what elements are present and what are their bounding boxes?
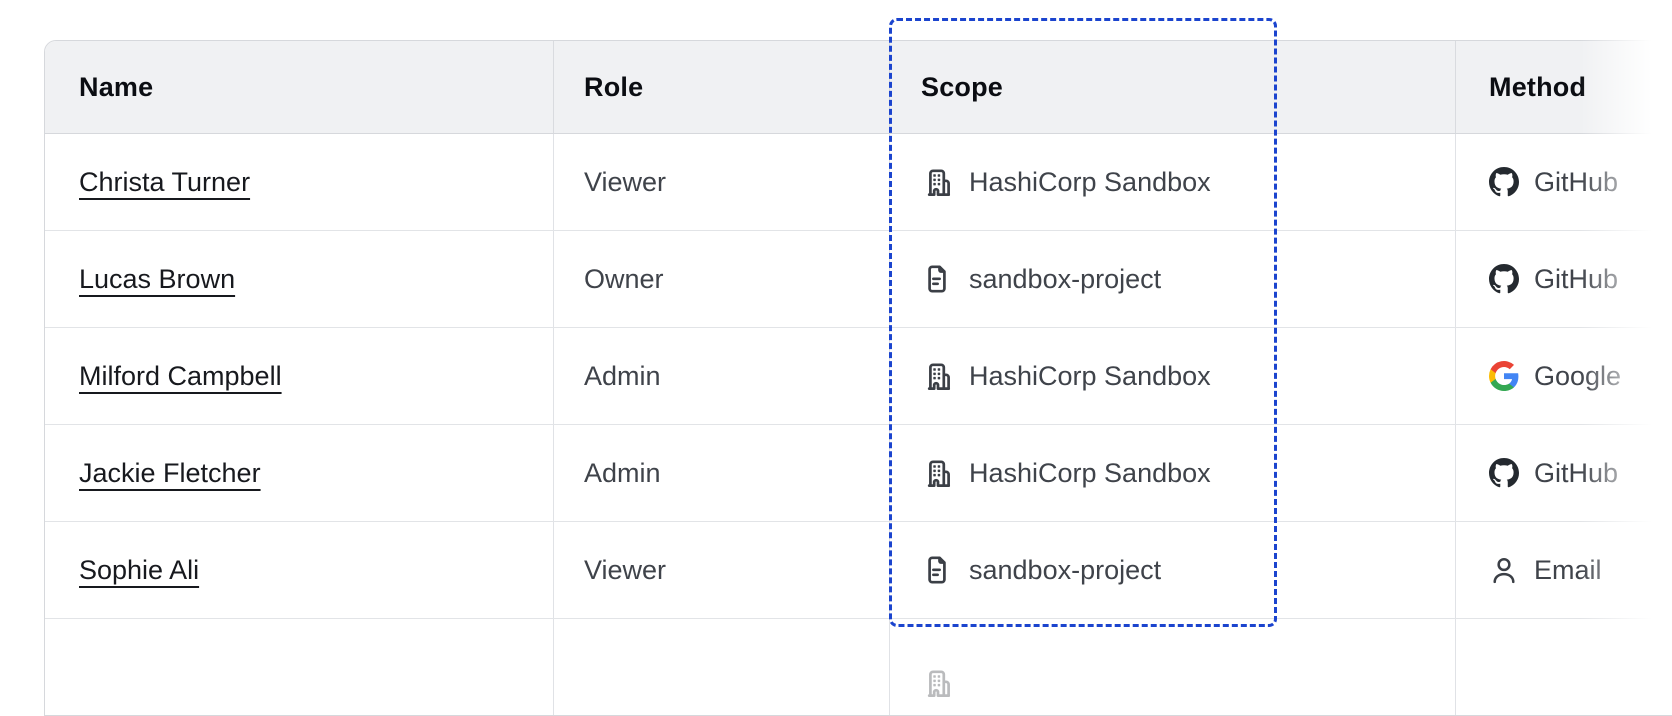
user-name-link[interactable]: Sophie Ali bbox=[79, 554, 200, 585]
file-icon bbox=[928, 265, 946, 293]
name-cell: Milford Campbell bbox=[45, 328, 554, 424]
method-cell: Email bbox=[1456, 522, 1672, 618]
scope-cell: HashiCorp Sandbox bbox=[890, 134, 1456, 230]
column-header-name: Name bbox=[45, 41, 554, 133]
role-value: Viewer bbox=[584, 166, 667, 197]
role-value: Admin bbox=[584, 360, 661, 391]
role-cell: Admin bbox=[554, 425, 890, 521]
method-cell bbox=[1456, 619, 1672, 715]
user-name-link[interactable]: Lucas Brown bbox=[79, 263, 236, 294]
column-header-name-label: Name bbox=[79, 71, 154, 102]
user-name-link[interactable]: Jackie Fletcher bbox=[79, 457, 261, 488]
method-cell: GitHub bbox=[1456, 231, 1672, 327]
table-header-row: Name Role Scope Method bbox=[45, 41, 1672, 134]
scope-value: HashiCorp Sandbox bbox=[969, 457, 1211, 488]
role-value: Viewer bbox=[584, 554, 667, 585]
role-cell: Viewer bbox=[554, 134, 890, 230]
github-icon bbox=[1489, 458, 1519, 488]
method-cell: GitHub bbox=[1456, 425, 1672, 521]
table-row: Lucas Brown Owner sandbox-project GitHub bbox=[45, 231, 1672, 328]
file-icon bbox=[928, 556, 946, 584]
org-icon bbox=[927, 460, 951, 487]
org-icon bbox=[927, 169, 951, 196]
user-icon bbox=[1493, 557, 1515, 584]
name-cell bbox=[45, 619, 554, 715]
name-cell: Sophie Ali bbox=[45, 522, 554, 618]
scope-cell: sandbox-project bbox=[890, 522, 1456, 618]
table-row-partial bbox=[45, 619, 1672, 715]
scope-value: HashiCorp Sandbox bbox=[969, 360, 1211, 391]
method-cell: GitHub bbox=[1456, 134, 1672, 230]
method-cell: Google bbox=[1456, 328, 1672, 424]
method-value: Google bbox=[1534, 360, 1622, 391]
method-value: GitHub bbox=[1534, 166, 1619, 197]
table-row: Christa Turner Viewer HashiCorp Sandbox … bbox=[45, 134, 1672, 231]
google-icon bbox=[1489, 361, 1519, 391]
column-header-role-label: Role bbox=[584, 71, 644, 102]
github-icon bbox=[1489, 264, 1519, 294]
scope-cell: sandbox-project bbox=[890, 231, 1456, 327]
table-row: Milford Campbell Admin HashiCorp Sandbox… bbox=[45, 328, 1672, 425]
role-value: Admin bbox=[584, 457, 661, 488]
scope-value: sandbox-project bbox=[969, 263, 1162, 294]
column-header-scope-label: Scope bbox=[921, 71, 1004, 102]
role-cell: Viewer bbox=[554, 522, 890, 618]
method-value: GitHub bbox=[1534, 263, 1619, 294]
column-header-role: Role bbox=[554, 41, 890, 133]
name-cell: Christa Turner bbox=[45, 134, 554, 230]
column-header-method-label: Method bbox=[1489, 71, 1587, 102]
user-name-link[interactable]: Milford Campbell bbox=[79, 360, 282, 391]
scope-value: HashiCorp Sandbox bbox=[969, 166, 1211, 197]
github-icon bbox=[1489, 167, 1519, 197]
method-value: Email bbox=[1534, 554, 1602, 585]
user-name-link[interactable]: Christa Turner bbox=[79, 166, 251, 197]
role-cell: Admin bbox=[554, 328, 890, 424]
method-value: GitHub bbox=[1534, 457, 1619, 488]
name-cell: Lucas Brown bbox=[45, 231, 554, 327]
column-header-method: Method bbox=[1456, 41, 1672, 133]
scope-cell bbox=[890, 619, 1456, 715]
scope-cell: HashiCorp Sandbox bbox=[890, 425, 1456, 521]
table-row: Jackie Fletcher Admin HashiCorp Sandbox … bbox=[45, 425, 1672, 522]
table-row: Sophie Ali Viewer sandbox-project Email bbox=[45, 522, 1672, 619]
org-icon bbox=[927, 363, 951, 390]
column-header-scope: Scope bbox=[890, 41, 1456, 133]
name-cell: Jackie Fletcher bbox=[45, 425, 554, 521]
role-cell bbox=[554, 619, 890, 715]
scope-cell: HashiCorp Sandbox bbox=[890, 328, 1456, 424]
org-icon bbox=[927, 670, 951, 697]
members-table: Name Role Scope Method Christa Turner Vi… bbox=[44, 40, 1672, 716]
role-cell: Owner bbox=[554, 231, 890, 327]
scope-value: sandbox-project bbox=[969, 554, 1162, 585]
role-value: Owner bbox=[584, 263, 664, 294]
